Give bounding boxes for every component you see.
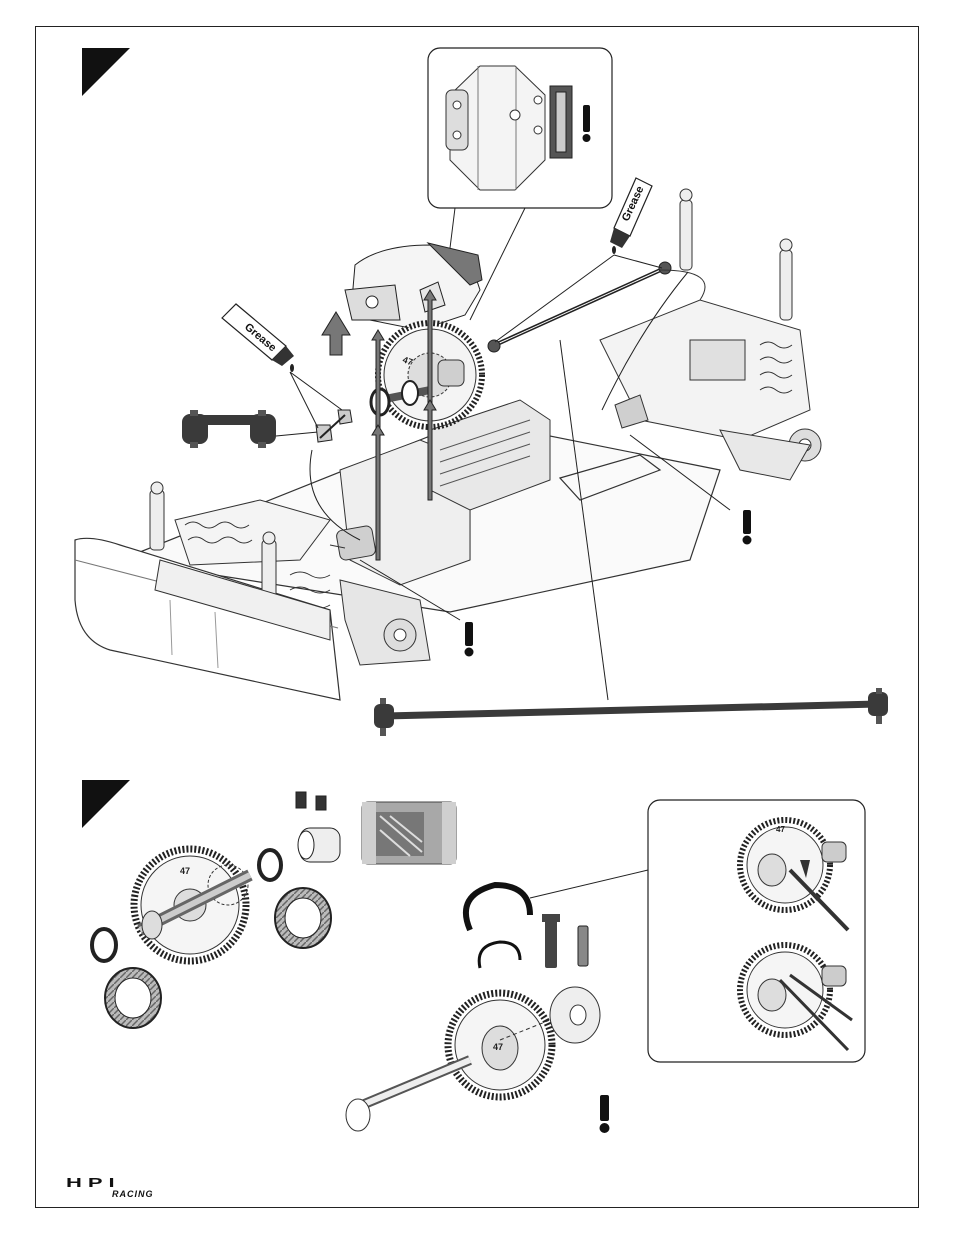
spur-gear-exploded: 47 xyxy=(134,849,250,961)
gear-teeth-label: 47 xyxy=(180,866,190,876)
hpi-logo-wordmark: HPI xyxy=(66,1176,121,1189)
callout-line xyxy=(530,870,648,898)
coupler-photo xyxy=(362,802,456,864)
center-driveshaft-long xyxy=(374,688,888,736)
rear-suspension xyxy=(600,189,821,480)
step-marker-1 xyxy=(82,48,130,96)
spur-gear-assembly-2: 47 xyxy=(346,987,600,1131)
grease-tube-left: Grease xyxy=(222,304,342,428)
hpi-logo: HPI RACING xyxy=(66,1176,168,1206)
step-marker-2 xyxy=(82,780,130,828)
circlip-large xyxy=(466,885,530,930)
gear-teeth-label: 47 xyxy=(493,1042,503,1052)
warning-mark xyxy=(600,1095,610,1133)
pins xyxy=(542,914,588,968)
front-dogbone xyxy=(182,410,276,448)
front-cup xyxy=(316,410,352,442)
hpi-logo-racing: RACING xyxy=(112,1189,154,1199)
inset-circlip-removal: 47 xyxy=(648,800,865,1062)
center-diff-cover xyxy=(345,243,482,330)
gear-teeth-label: 47 xyxy=(776,825,785,834)
leader-line xyxy=(276,432,318,436)
circlip-small xyxy=(479,942,520,968)
diff-cup xyxy=(296,792,340,862)
